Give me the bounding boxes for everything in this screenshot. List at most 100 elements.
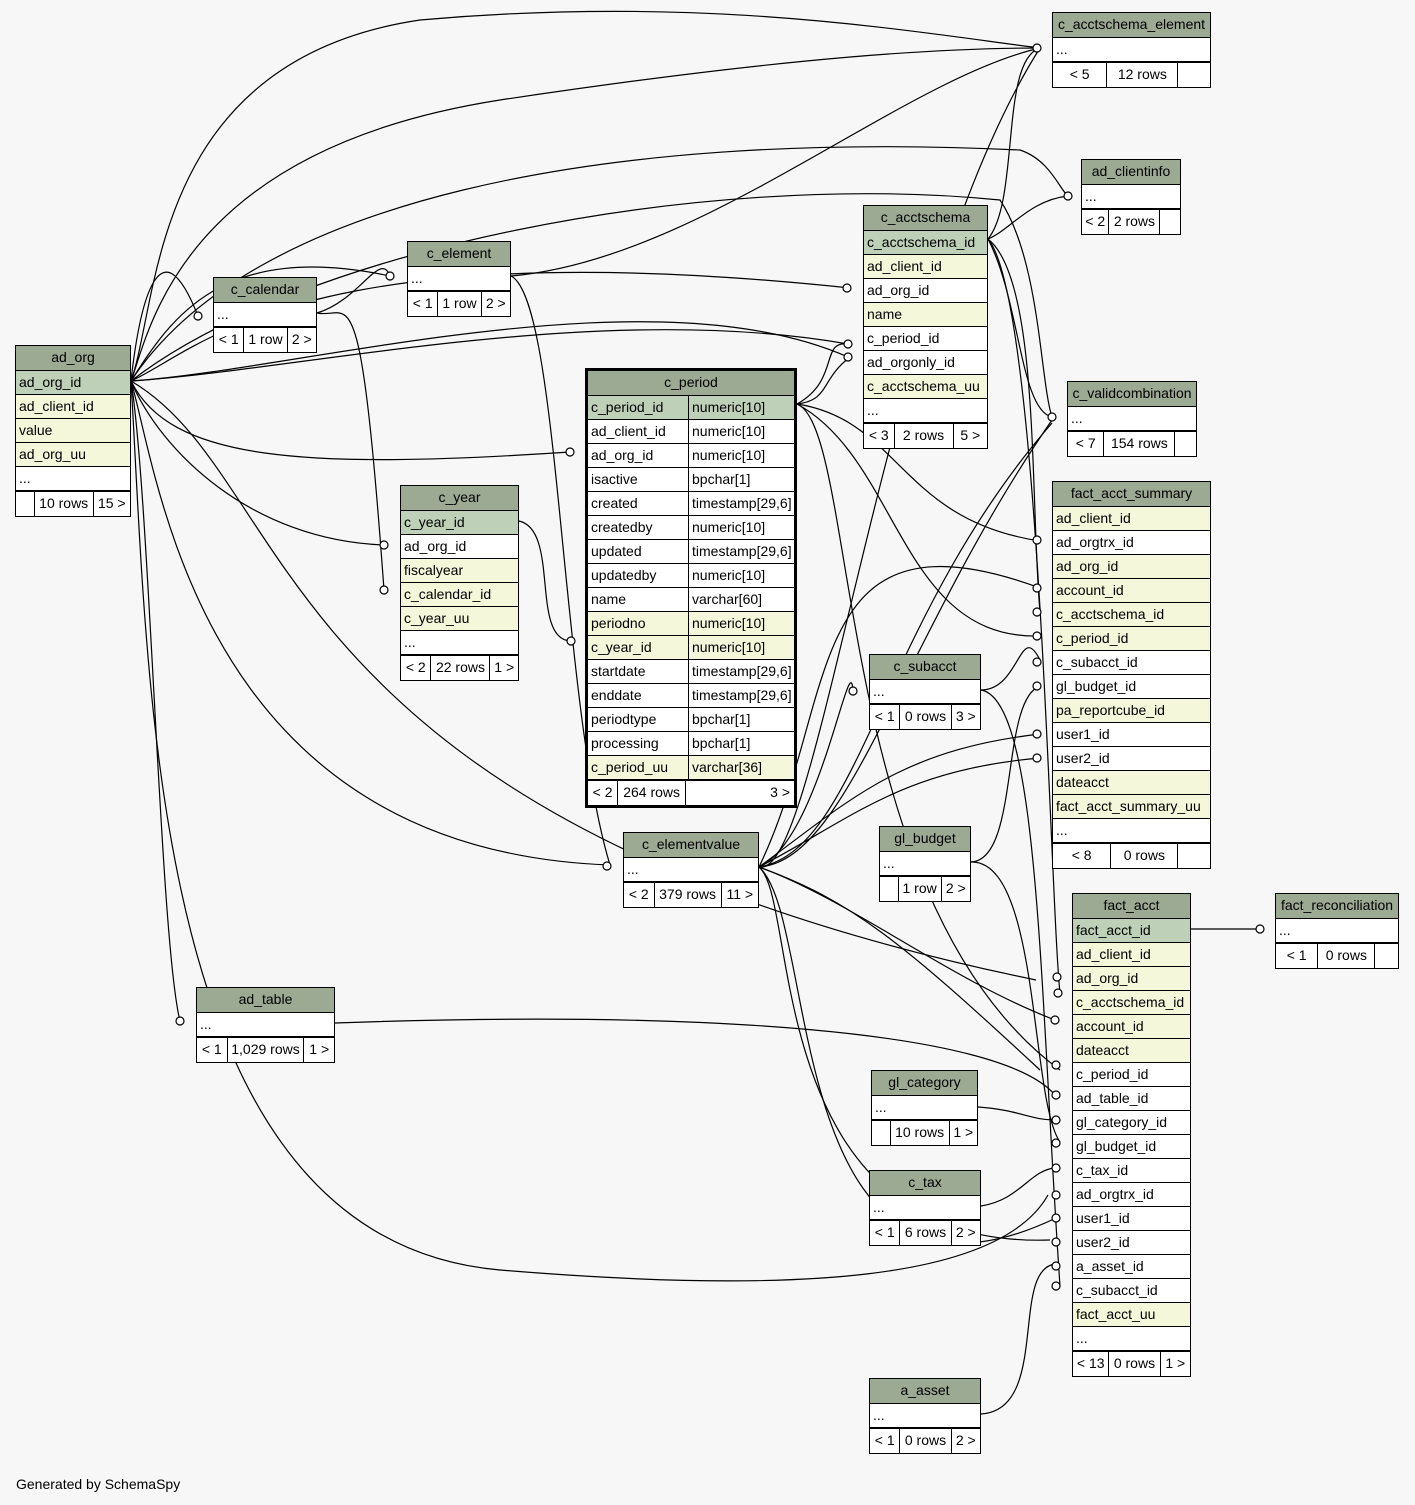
parents-count[interactable]: < 2 bbox=[405, 659, 426, 675]
column-name[interactable]: ad_org_id bbox=[1056, 558, 1119, 574]
table-name[interactable]: c_element bbox=[408, 242, 510, 267]
column-name[interactable]: created bbox=[591, 495, 638, 511]
column-name[interactable]: ad_client_id bbox=[591, 423, 666, 439]
column-name[interactable]: c_acctschema_id bbox=[867, 234, 976, 250]
column-name[interactable]: gl_category_id bbox=[1076, 1114, 1168, 1130]
column-name[interactable]: name bbox=[591, 591, 627, 607]
column-name[interactable]: ... bbox=[217, 306, 229, 322]
column-name[interactable]: fact_acct_id bbox=[1076, 922, 1151, 938]
column-name[interactable]: user2_id bbox=[1056, 750, 1110, 766]
children-count[interactable]: 1 > bbox=[1159, 1352, 1190, 1376]
column-name[interactable]: ad_client_id bbox=[1056, 510, 1131, 526]
parents-count[interactable]: < 8 bbox=[1071, 847, 1092, 863]
column-name[interactable]: ad_orgtrx_id bbox=[1056, 534, 1134, 550]
children-count[interactable] bbox=[1174, 432, 1196, 456]
column-name[interactable]: ... bbox=[1056, 41, 1068, 57]
column-name[interactable]: ... bbox=[873, 1407, 885, 1423]
column-name[interactable]: dateacct bbox=[1056, 774, 1109, 790]
column-name[interactable]: ad_org_id bbox=[867, 282, 930, 298]
column-name[interactable]: account_id bbox=[1076, 1018, 1144, 1034]
children-count[interactable]: 3 > bbox=[685, 781, 794, 805]
column-name[interactable]: periodtype bbox=[591, 711, 657, 727]
column-name[interactable]: ad_orgonly_id bbox=[867, 354, 955, 370]
column-name[interactable]: updatedby bbox=[591, 567, 657, 583]
column-name[interactable]: c_period_id bbox=[867, 330, 940, 346]
table-name[interactable]: gl_budget bbox=[880, 827, 970, 852]
column-name[interactable]: ... bbox=[873, 683, 885, 699]
table-name[interactable]: ad_table bbox=[197, 988, 334, 1013]
column-name[interactable]: c_acctschema_id bbox=[1076, 994, 1185, 1010]
table-name[interactable]: c_validcombination bbox=[1068, 382, 1196, 407]
parents-count[interactable]: < 5 bbox=[1069, 66, 1090, 82]
children-count[interactable] bbox=[1374, 944, 1398, 968]
table-name[interactable]: fact_acct bbox=[1073, 894, 1190, 919]
parents-count[interactable]: < 13 bbox=[1076, 1355, 1105, 1371]
column-name[interactable]: ... bbox=[627, 861, 639, 877]
table-name[interactable]: ad_clientinfo bbox=[1082, 160, 1180, 185]
children-count[interactable] bbox=[1177, 63, 1210, 87]
parents-count[interactable]: < 1 bbox=[874, 708, 895, 724]
table-name[interactable]: c_acctschema_element bbox=[1053, 13, 1210, 38]
column-name[interactable]: ... bbox=[1085, 188, 1097, 204]
column-name[interactable]: gl_budget_id bbox=[1076, 1138, 1157, 1154]
column-name[interactable]: ad_orgtrx_id bbox=[1076, 1186, 1154, 1202]
column-name[interactable]: user1_id bbox=[1076, 1210, 1130, 1226]
column-name[interactable]: ad_client_id bbox=[867, 258, 942, 274]
parents-count[interactable] bbox=[880, 877, 898, 901]
column-name[interactable]: ... bbox=[411, 270, 423, 286]
column-name[interactable]: c_year_uu bbox=[404, 610, 470, 626]
parents-count[interactable]: < 1 bbox=[218, 331, 239, 347]
parents-count[interactable]: < 2 bbox=[628, 886, 649, 902]
children-count[interactable]: 2 > bbox=[286, 328, 316, 352]
column-name[interactable]: c_period_id bbox=[591, 399, 664, 415]
column-name[interactable]: c_period_id bbox=[1056, 630, 1129, 646]
column-name[interactable]: c_year_id bbox=[591, 639, 652, 655]
column-name[interactable]: ad_client_id bbox=[19, 398, 94, 414]
column-name[interactable]: ... bbox=[404, 634, 416, 650]
children-count[interactable] bbox=[1159, 210, 1180, 234]
table-name[interactable]: c_tax bbox=[870, 1171, 980, 1196]
column-name[interactable]: account_id bbox=[1056, 582, 1124, 598]
column-name[interactable]: c_period_uu bbox=[591, 759, 669, 775]
parents-count[interactable]: < 1 bbox=[874, 1224, 895, 1240]
column-name[interactable]: c_subacct_id bbox=[1076, 1282, 1158, 1298]
children-count[interactable]: 15 > bbox=[92, 492, 130, 516]
column-name[interactable]: ... bbox=[1071, 410, 1083, 426]
column-name[interactable]: ad_org_uu bbox=[19, 446, 86, 462]
column-name[interactable]: ... bbox=[1279, 922, 1291, 938]
table-name[interactable]: fact_reconciliation bbox=[1276, 894, 1398, 919]
table-name[interactable]: c_year bbox=[401, 486, 518, 511]
column-name[interactable]: name bbox=[867, 306, 903, 322]
children-count[interactable]: 2 > bbox=[950, 1429, 980, 1453]
column-name[interactable]: ... bbox=[1056, 822, 1068, 838]
column-name[interactable]: ... bbox=[19, 470, 31, 486]
column-name[interactable]: a_asset_id bbox=[1076, 1258, 1144, 1274]
column-name[interactable]: ... bbox=[873, 1199, 885, 1215]
column-name[interactable]: c_subacct_id bbox=[1056, 654, 1138, 670]
column-name[interactable]: isactive bbox=[591, 471, 638, 487]
parents-count[interactable]: < 2 bbox=[1085, 213, 1106, 229]
column-name[interactable]: pa_reportcube_id bbox=[1056, 702, 1165, 718]
table-name[interactable]: c_calendar bbox=[214, 278, 316, 303]
column-name[interactable]: value bbox=[19, 422, 53, 438]
children-count[interactable]: 2 > bbox=[940, 877, 970, 901]
children-count[interactable]: 3 > bbox=[950, 705, 980, 729]
table-name[interactable]: c_period bbox=[588, 371, 794, 396]
parents-count[interactable]: < 1 bbox=[1286, 947, 1307, 963]
column-name[interactable]: c_acctschema_id bbox=[1056, 606, 1165, 622]
table-name[interactable]: fact_acct_summary bbox=[1053, 482, 1210, 507]
column-name[interactable]: user2_id bbox=[1076, 1234, 1130, 1250]
parents-count[interactable]: < 1 bbox=[412, 295, 433, 311]
parents-count[interactable] bbox=[872, 1121, 890, 1145]
children-count[interactable]: 1 > bbox=[948, 1121, 977, 1145]
